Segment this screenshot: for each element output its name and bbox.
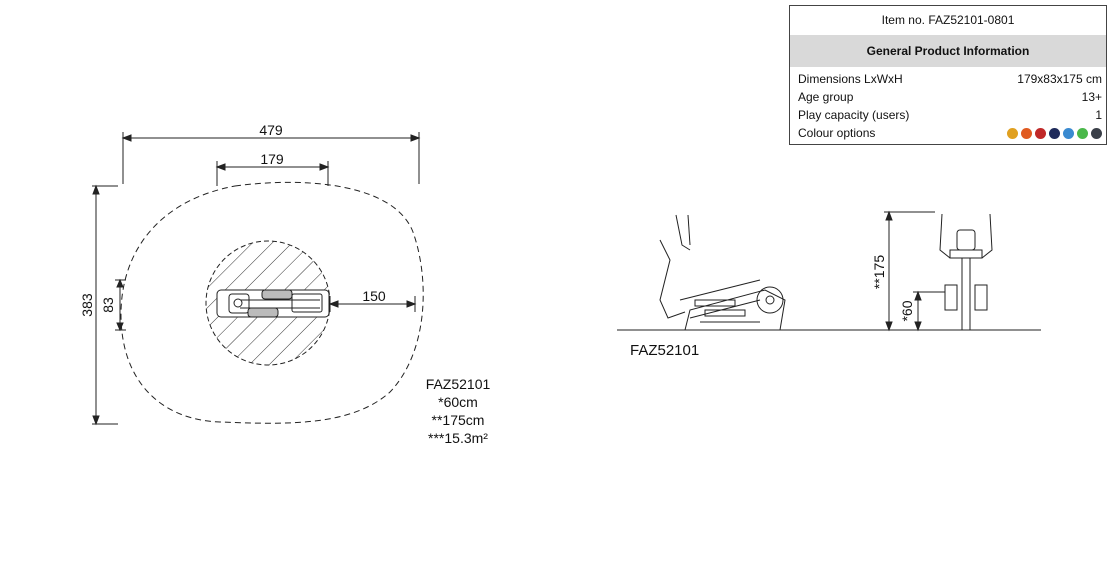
colour-swatch bbox=[1021, 127, 1032, 139]
plan-notes: FAZ52101 *60cm **175cm ***15.3m² bbox=[418, 375, 498, 447]
equipment-top-view bbox=[216, 289, 330, 318]
colour-swatch bbox=[1063, 127, 1074, 139]
info-row-label: Dimensions LxWxH bbox=[798, 72, 903, 86]
dim-label-150: 150 bbox=[362, 288, 386, 304]
info-row-capacity: Play capacity (users) 1 bbox=[798, 106, 1102, 124]
info-row-colours: Colour options bbox=[798, 124, 1102, 142]
info-row-dimensions: Dimensions LxWxH 179x83x175 cm bbox=[798, 70, 1102, 88]
info-row-value: 1 bbox=[1095, 108, 1102, 122]
dim-label-60: *60 bbox=[899, 300, 915, 321]
elevation-view bbox=[617, 210, 1041, 332]
item-number: Item no. FAZ52101-0801 bbox=[881, 13, 1015, 27]
info-rows: Dimensions LxWxH 179x83x175 cm Age group… bbox=[790, 67, 1106, 142]
dim-label-179: 179 bbox=[260, 151, 284, 167]
plan-product-code: FAZ52101 bbox=[425, 376, 491, 392]
dim-label-383: 383 bbox=[79, 293, 95, 317]
plan-note-total-height: **175cm bbox=[431, 412, 485, 428]
info-row-age: Age group 13+ bbox=[798, 88, 1102, 106]
info-row-label: Age group bbox=[798, 90, 854, 104]
colour-swatch bbox=[1007, 127, 1018, 139]
plan-note-area: ***15.3m² bbox=[428, 430, 488, 446]
side-view-equipment bbox=[659, 214, 786, 331]
dimension-fall-height bbox=[913, 290, 945, 332]
colour-swatch bbox=[1035, 127, 1046, 139]
dimension-clearance bbox=[328, 296, 417, 312]
product-info-table: Item no. FAZ52101-0801 General Product I… bbox=[789, 5, 1107, 145]
info-row-label: Colour options bbox=[798, 126, 876, 140]
safety-zone-outline bbox=[120, 181, 424, 424]
dim-label-175: **175 bbox=[871, 255, 887, 289]
plan-view bbox=[92, 132, 424, 426]
elevation-product-code: FAZ52101 bbox=[630, 342, 700, 359]
plan-note-fall-height: *60cm bbox=[438, 394, 478, 410]
info-heading: General Product Information bbox=[790, 35, 1106, 67]
info-row-value: 179x83x175 cm bbox=[1017, 72, 1102, 86]
front-view-equipment bbox=[939, 213, 993, 330]
dimension-item-width bbox=[115, 278, 126, 332]
dimension-total-height bbox=[884, 210, 935, 332]
dim-label-83: 83 bbox=[100, 297, 116, 313]
dimension-outer-height bbox=[92, 184, 118, 426]
info-row-label: Play capacity (users) bbox=[798, 108, 910, 122]
colour-swatch bbox=[1049, 127, 1060, 139]
colour-swatches bbox=[1007, 124, 1102, 142]
dimension-item-length bbox=[215, 161, 330, 186]
dimension-outer-width bbox=[121, 132, 421, 184]
colour-swatch bbox=[1077, 127, 1088, 139]
info-row-value: 13+ bbox=[1081, 90, 1102, 104]
dim-label-479: 479 bbox=[259, 122, 283, 138]
colour-swatch bbox=[1091, 127, 1102, 139]
